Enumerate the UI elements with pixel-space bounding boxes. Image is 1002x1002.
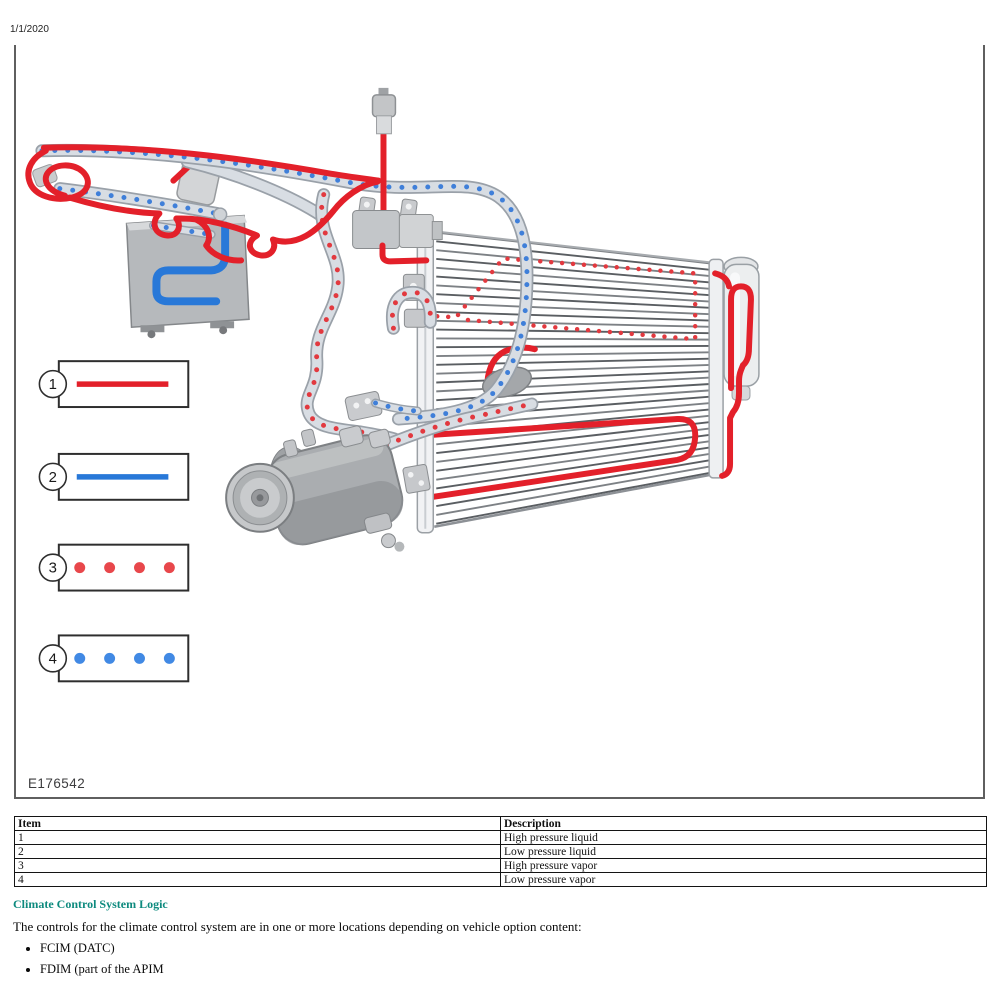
valve-stub: [431, 221, 443, 240]
condenser-right-header: [708, 258, 724, 479]
compressor-boss: [283, 439, 299, 458]
legend-item-4: 4: [38, 634, 190, 683]
page-date: 1/1/2020: [10, 24, 49, 35]
pulley-center: [256, 494, 264, 502]
condenser-bracket-lower: [402, 463, 431, 494]
compressor-fitting: [380, 533, 396, 549]
condenser-fins: [436, 231, 711, 525]
ac-system-diagram: 1 2 3: [25, 87, 760, 791]
compressor-port: [368, 428, 391, 449]
evaporator-foot: [210, 321, 235, 329]
evaporator-top-tube-face: [150, 222, 215, 238]
compressor-bottom-valve: [363, 512, 393, 534]
compressor-fitting-cap: [394, 541, 405, 552]
list-item-fdim: FDIM (part of the APIM: [40, 962, 164, 977]
compressor: [225, 425, 405, 552]
condenser-top-edge: [436, 230, 711, 264]
legend-swatch-dot-blue: [134, 652, 145, 664]
compressor-port: [338, 425, 364, 448]
figure-frame: 1 2 3: [14, 45, 985, 799]
condenser-outlet-pipe: [484, 344, 538, 393]
legend-number-2: 2: [49, 469, 57, 486]
liquid-line-box-crossing: [193, 216, 245, 264]
diagram-legend: 1 2 3: [38, 360, 190, 683]
col-header-item: Item: [14, 816, 501, 831]
condenser-liquid-serpentine: [426, 416, 699, 500]
compressor-body-highlight: [270, 438, 384, 480]
legend-swatch-dot-red: [74, 562, 86, 574]
cell-description: High pressure vapor: [500, 858, 987, 873]
table-header-row: Item Description: [14, 816, 987, 831]
legend-item-3: 3: [38, 543, 190, 592]
compressor-body-shade: [278, 480, 404, 546]
condenser-bottom-edge: [434, 473, 711, 528]
service-port-neck: [376, 115, 392, 135]
muffler-red-stub: [170, 164, 191, 184]
valve-ear: [400, 198, 418, 219]
legend-swatch-dot-red: [104, 562, 116, 574]
figure-code: E176542: [28, 776, 85, 791]
table-row: 3 High pressure vapor: [14, 858, 987, 873]
legend-number-1: 1: [49, 376, 57, 393]
cell-item: 1: [14, 830, 501, 845]
condenser-bracket-mid: [403, 308, 427, 328]
legend-number-3: 3: [49, 560, 57, 577]
liquid-line-weave: [25, 144, 382, 264]
table-row: 4 Low pressure vapor: [14, 872, 987, 887]
valve-outlet-elbow: [379, 242, 430, 265]
section-intro: The controls for the climate control sys…: [13, 919, 582, 934]
legend-swatch-dot-red: [134, 562, 145, 574]
evaporator-caster: [219, 326, 228, 335]
suction-stub-dots: [373, 400, 420, 414]
liquid-line-loop: [25, 147, 91, 202]
legend-swatch-dot-blue: [74, 652, 86, 664]
legend-number-4: 4: [49, 650, 57, 667]
drier-liquid-pipe: [719, 283, 754, 479]
legend-swatch-dot-red: [163, 562, 175, 574]
list-item-fcim: FCIM (DATC): [40, 941, 164, 956]
table-row: 2 Low pressure liquid: [14, 844, 987, 859]
condenser: [344, 228, 760, 534]
cell-description: Low pressure liquid: [500, 844, 987, 859]
compressor-boss: [300, 428, 317, 447]
controls-location-list: FCIM (DATC) FDIM (part of the APIM: [40, 941, 164, 983]
valve-block-2: [398, 214, 434, 248]
cell-item: 3: [14, 858, 501, 873]
compressor-discharge-dots: [372, 401, 535, 453]
suction-tube-dots: [39, 147, 530, 422]
evaporator-liquid-line: [152, 221, 230, 306]
section-heading-link[interactable]: Climate Control System Logic: [13, 897, 168, 911]
valve-block: [352, 210, 400, 249]
col-header-description: Description: [500, 816, 987, 831]
liquid-line-lower-run: [66, 178, 381, 259]
evap-inlet-tube-dots: [57, 186, 220, 217]
legend-item-2: 2: [38, 452, 190, 501]
evaporator-unit: [125, 214, 250, 339]
legend-swatch-dot-blue: [104, 652, 116, 664]
service-port-tip: [378, 87, 389, 97]
header-u-tube-face: [387, 287, 436, 333]
cell-item: 4: [14, 872, 501, 887]
legend-item-1: 1: [38, 360, 190, 409]
drier-inlet-pipe: [712, 270, 733, 290]
refrigerant-tubes: [35, 143, 534, 426]
cell-item: 2: [14, 844, 501, 859]
legend-swatch-dot-blue: [163, 652, 175, 664]
tube-end-fitting: [212, 207, 228, 222]
service-port-cap: [371, 94, 397, 118]
evaporator-foot: [140, 325, 165, 333]
crossover-tube-face: [182, 156, 328, 222]
item-description-table: Item Description 1 High pressure liquid …: [14, 816, 987, 887]
expansion-valve-assembly: [352, 87, 443, 265]
pipe-bracket: [344, 391, 383, 422]
cell-description: High pressure liquid: [500, 830, 987, 845]
evaporator-caster: [147, 330, 156, 339]
table-row: 1 High pressure liquid: [14, 830, 987, 845]
cell-description: Low pressure vapor: [500, 872, 987, 887]
liquid-line-top-run: [40, 144, 382, 184]
